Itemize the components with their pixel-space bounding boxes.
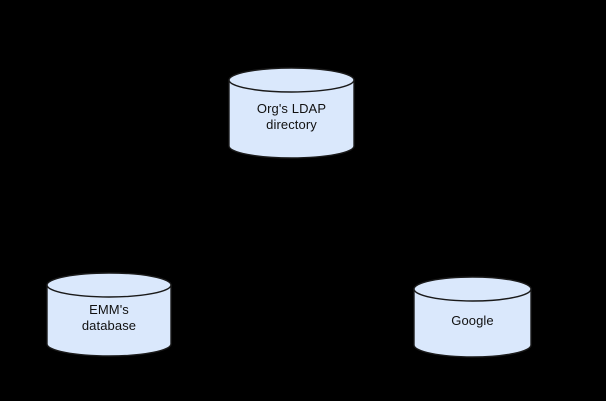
database-cylinder-icon xyxy=(228,67,355,159)
database-cylinder-icon xyxy=(413,276,532,358)
node-google[interactable]: Google xyxy=(413,276,532,358)
node-orgs-ldap-directory[interactable]: Org's LDAP directory xyxy=(228,67,355,159)
database-cylinder-icon xyxy=(46,272,172,357)
node-emms-database[interactable]: EMM's database xyxy=(46,272,172,357)
